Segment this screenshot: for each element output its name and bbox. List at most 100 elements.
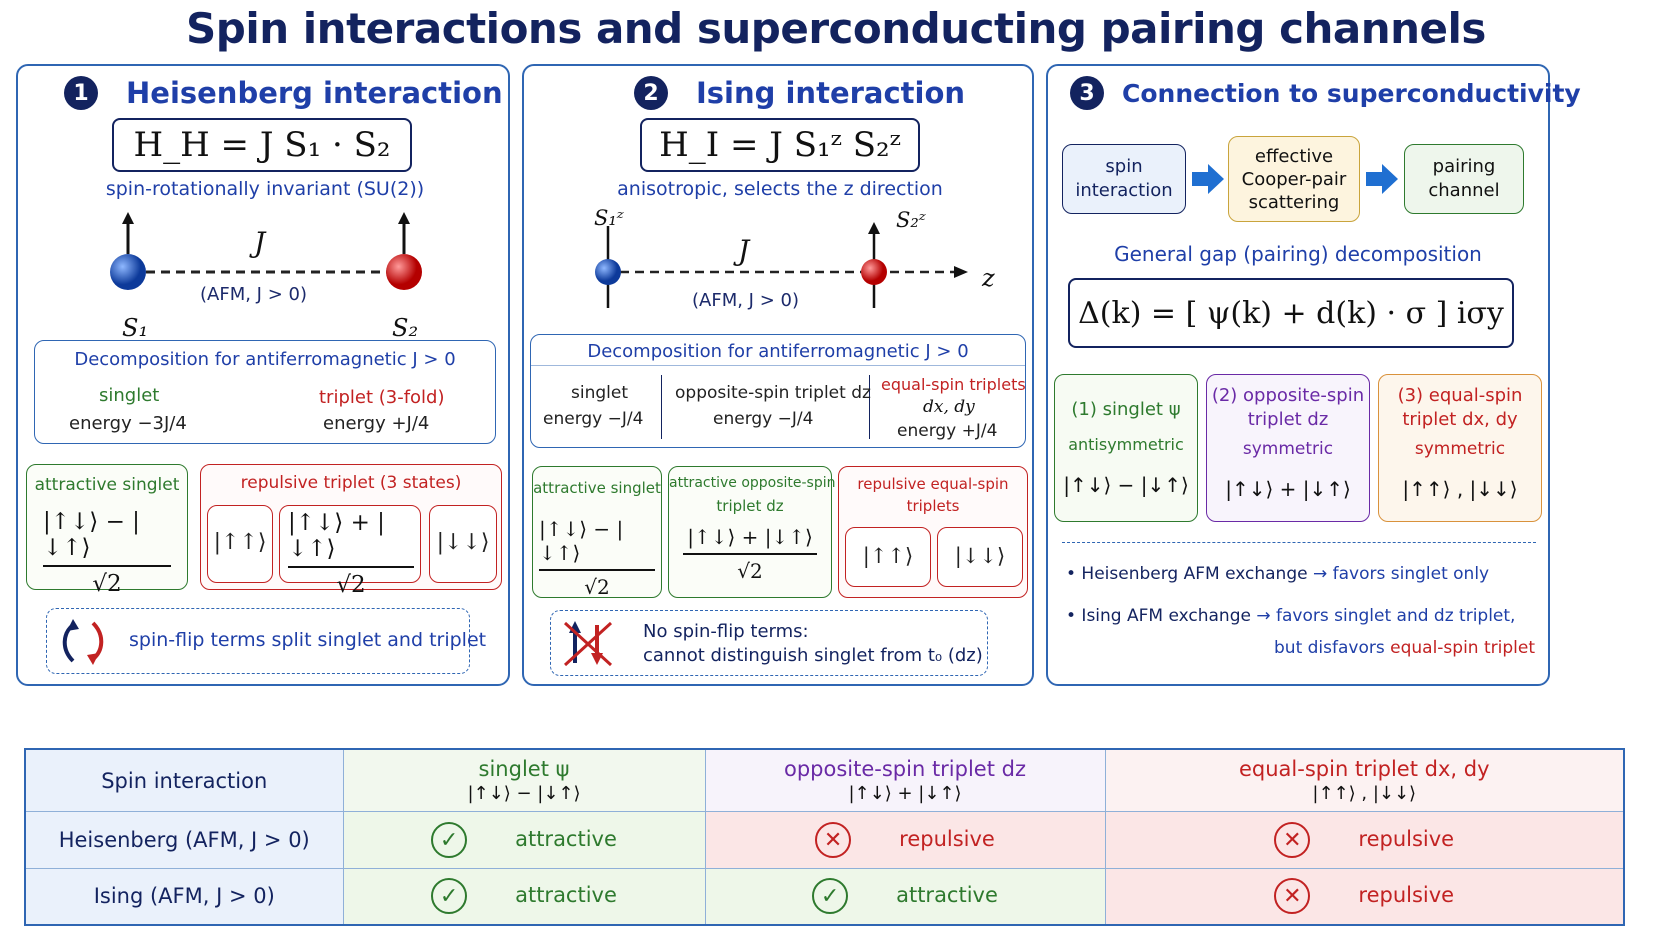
- attractive-opposite-box: attractive opposite-spin triplet dz |↑↓⟩…: [668, 466, 836, 598]
- header-spin-interaction: Spin interaction: [24, 748, 344, 813]
- flow-arrow-icon: [1366, 164, 1398, 194]
- triplet-state-dndn: |↓↓⟩: [429, 505, 497, 583]
- singlet-state-fraction: |↑↓⟩ − |↓↑⟩ √2: [43, 509, 171, 597]
- sqrt2-denominator: √2: [336, 572, 366, 598]
- header-singlet: singlet ψ |↑↓⟩ − |↓↑⟩: [342, 748, 706, 813]
- attractive-singlet-box: attractive singlet |↑↓⟩ − |↓↑⟩ √2: [532, 466, 662, 599]
- decomp-singlet-label: singlet: [571, 383, 628, 403]
- bullet-heisenberg: • Heisenberg AFM exchange → favors singl…: [1066, 564, 1489, 584]
- decomposition-title: Decomposition for antiferromagnetic J > …: [587, 341, 969, 362]
- decomposition-title: Decomposition for antiferromagnetic J > …: [74, 349, 456, 370]
- header-opposite-label: opposite-spin triplet dz: [783, 757, 1026, 782]
- arrow-head-icon: [868, 222, 880, 234]
- channel-equal-symmetry: symmetric: [1414, 439, 1506, 459]
- singlet-label: singlet: [99, 385, 160, 406]
- panel-superconductivity-header: 3 Connection to superconductivity: [1070, 76, 1581, 110]
- cross-icon: ✕: [815, 822, 852, 859]
- table-row: Ising (AFM, J > 0) ✓attractive ✓attracti…: [24, 867, 1625, 926]
- heisenberg-equation: H_H = J S₁ · S₂: [112, 118, 412, 172]
- state-upup-text: |↑↑⟩: [862, 544, 914, 568]
- state-dndn-box: |↓↓⟩: [937, 527, 1023, 587]
- panel-heisenberg: 1 Heisenberg interaction H_H = J S₁ · S₂…: [16, 64, 510, 686]
- decomp-equal-components: dx, dy: [923, 397, 975, 417]
- channel-opposite-title-2: triplet dz: [1247, 409, 1329, 430]
- decomp-equal-label: equal-spin triplets: [881, 375, 1026, 394]
- channel-equal-title-1: (3) equal-spin: [1397, 385, 1523, 406]
- step-number: 1: [64, 76, 98, 110]
- coupling-label: J: [738, 234, 750, 267]
- channel-singlet-state: |↑↓⟩ − |↓↑⟩: [1063, 473, 1189, 497]
- ising-subtitle: anisotropic, selects the z direction: [617, 178, 943, 200]
- attractive-opposite-label-2: triplet dz: [716, 497, 784, 515]
- flow-step-pairing-channel: pairing channel: [1404, 144, 1524, 214]
- coupling-note: (AFM, J > 0): [692, 290, 799, 311]
- state-upup-text: |↑↑⟩: [213, 530, 267, 555]
- table-cell: ✕repulsive: [1104, 811, 1625, 869]
- triplet-state-numerator: |↑↓⟩ + |↓↑⟩: [288, 510, 385, 562]
- spin-flip-note: spin-flip terms split singlet and triple…: [129, 629, 487, 651]
- channel-equal-title-2: triplet dx, dy: [1402, 409, 1518, 430]
- decomp-equal-energy: energy +J/4: [897, 421, 998, 441]
- triplet-label: triplet (3-fold): [319, 387, 445, 408]
- arrow-head-icon: [398, 212, 410, 224]
- triplet-state-upup: |↑↑⟩: [207, 505, 273, 583]
- table-cell: ✕repulsive: [704, 811, 1106, 869]
- sqrt2-denominator: √2: [737, 559, 763, 583]
- flow-arrow-icon: [1192, 164, 1224, 194]
- attractive-singlet-box: attractive singlet |↑↓⟩ − |↓↑⟩ √2: [26, 464, 188, 597]
- repulsive-equal-label: repulsive equal-spin: [857, 475, 1009, 493]
- header-equal-label: equal-spin triplet dx, dy: [1239, 757, 1490, 782]
- header-opposite-state: |↑↓⟩ + |↓↑⟩: [848, 783, 962, 805]
- coupling-label: J: [254, 226, 266, 259]
- panel-superconductivity-title: Connection to superconductivity: [1122, 78, 1581, 108]
- singlet-state-fraction: |↑↓⟩ − |↓↑⟩ √2: [539, 517, 655, 599]
- cell-value: repulsive: [1358, 883, 1455, 908]
- decomp-opposite-energy: energy −J/4: [713, 409, 814, 429]
- table-header-row: Spin interaction singlet ψ |↑↓⟩ − |↓↑⟩ o…: [24, 748, 1625, 813]
- singlet-state-numerator: |↑↓⟩ − |↓↑⟩: [43, 509, 140, 561]
- singlet-state-numerator: |↑↓⟩ − |↓↑⟩: [539, 517, 624, 565]
- heisenberg-spin-diagram: [110, 212, 422, 290]
- spin2-label: S₂ᶻ: [896, 208, 926, 232]
- repulsive-triplet-label: repulsive triplet (3 states): [240, 473, 462, 493]
- check-icon: ✓: [431, 822, 468, 859]
- no-spin-flip-note-2: cannot distinguish singlet from t₀ (dz): [643, 645, 983, 666]
- check-icon: ✓: [812, 878, 849, 915]
- state-dndn-text: |↓↓⟩: [436, 530, 490, 555]
- flow-step-cooper-pair: effective Cooper-pair scattering: [1228, 136, 1360, 222]
- channel-singlet-symmetry: antisymmetric: [1068, 435, 1184, 454]
- step-number: 2: [634, 76, 668, 110]
- spin-flip-icon: [62, 619, 104, 665]
- spin-ball-red: [861, 259, 887, 285]
- panel-ising-title: Ising interaction: [696, 76, 966, 110]
- attractive-singlet-label: attractive singlet: [533, 479, 661, 497]
- flow-step-label: effective Cooper-pair scattering: [1241, 146, 1347, 213]
- divider: [1062, 542, 1536, 543]
- row-label: Heisenberg (AFM, J > 0): [24, 811, 344, 869]
- panel-heisenberg-title: Heisenberg interaction: [126, 76, 503, 110]
- channel-equal-state: |↑↑⟩ , |↓↓⟩: [1402, 477, 1518, 501]
- header-singlet-label: singlet ψ: [478, 757, 570, 782]
- panel-superconductivity: 3 Connection to superconductivity spin i…: [1046, 64, 1581, 686]
- step-number: 3: [1070, 76, 1104, 110]
- channel-opposite-state: |↑↓⟩ + |↓↑⟩: [1225, 477, 1351, 501]
- channel-singlet-box: (1) singlet ψ antisymmetric |↑↓⟩ − |↓↑⟩: [1054, 374, 1198, 522]
- decomp-opposite-label: opposite-spin triplet dz: [675, 383, 871, 403]
- triplet-state-fraction: |↑↓⟩ + |↓↑⟩ √2: [288, 510, 414, 598]
- bullet-heisenberg-a: • Heisenberg AFM exchange: [1066, 564, 1308, 584]
- spin1-label: S₁: [122, 314, 149, 342]
- channel-opposite-title-1: (2) opposite-spin: [1211, 385, 1365, 406]
- gap-decomposition-title: General gap (pairing) decomposition: [1114, 242, 1482, 266]
- flow-step-label: pairing channel: [1428, 156, 1500, 201]
- no-spin-flip-note-1: No spin-flip terms:: [643, 621, 809, 642]
- ising-spin-diagram: [595, 222, 968, 308]
- spin-ball-blue: [595, 259, 621, 285]
- triplet-energy: energy +J/4: [323, 413, 430, 434]
- axis-arrow-icon: [954, 266, 968, 278]
- bullet-ising-a: • Ising AFM exchange: [1066, 606, 1251, 626]
- panel-heisenberg-header: 1 Heisenberg interaction: [64, 76, 503, 110]
- state-upup-box: |↑↑⟩: [845, 527, 931, 587]
- bullet-heisenberg-b: → favors singlet only: [1313, 564, 1490, 584]
- summary-table: Spin interaction singlet ψ |↑↓⟩ − |↓↑⟩ o…: [24, 748, 1625, 926]
- bullet-ising: • Ising AFM exchange → favors singlet an…: [1066, 606, 1515, 626]
